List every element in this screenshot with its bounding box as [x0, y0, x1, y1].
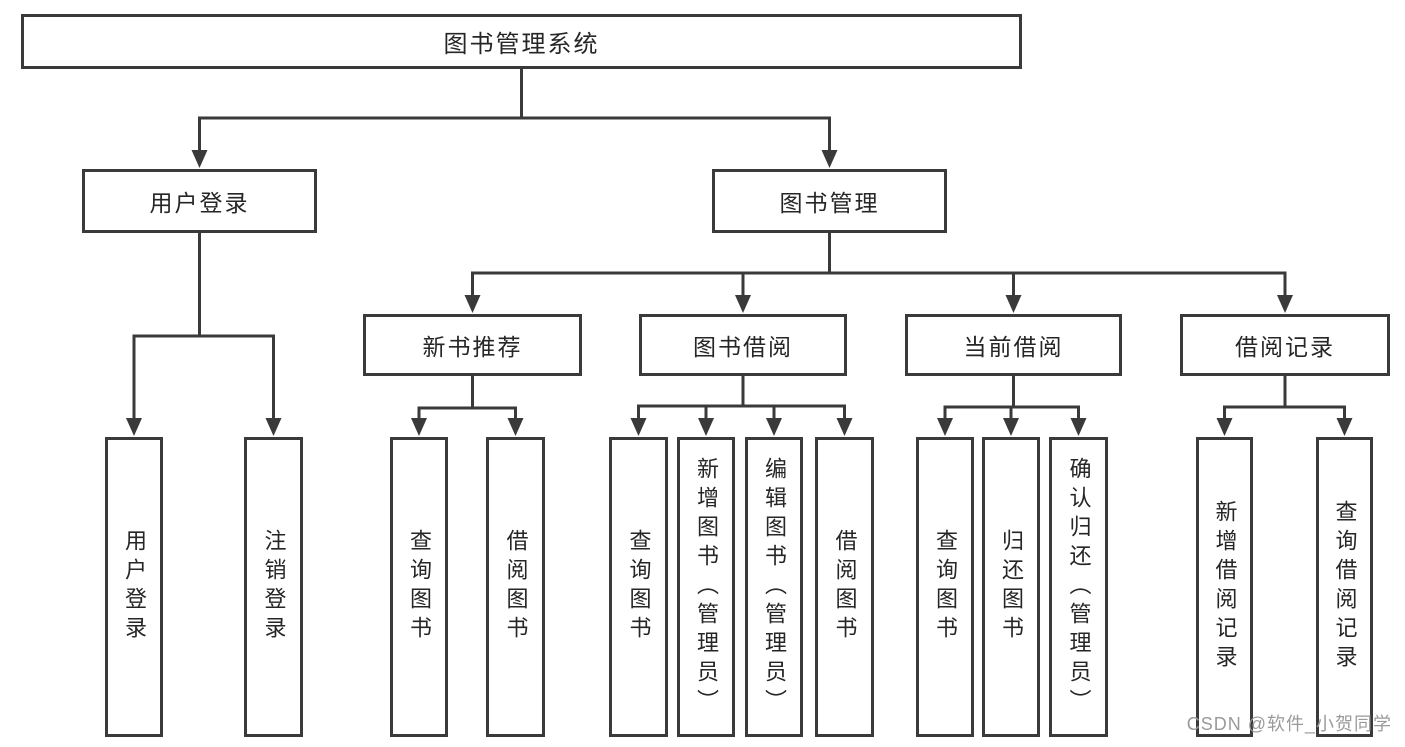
arrow-down-icon [1005, 295, 1022, 313]
node-bw_add: 新增图书（管理员） [677, 437, 735, 737]
connector-root-mgmt [520, 69, 831, 152]
connector-newbook-nb_borrow [471, 376, 517, 420]
arrow-down-icon [1336, 418, 1353, 436]
connector-mgmt-newbook [471, 233, 831, 297]
node-nb_borrow: 借阅图书 [486, 437, 545, 737]
connector-records-re_add [1223, 376, 1287, 420]
arrow-down-icon [1003, 418, 1019, 436]
connector-mgmt-current [828, 233, 1015, 297]
arrow-down-icon [191, 150, 208, 168]
arrow-down-icon [735, 295, 751, 313]
node-current: 当前借阅 [905, 314, 1122, 376]
arrow-down-icon [836, 418, 853, 436]
node-label: 借阅图书 [832, 529, 858, 645]
node-re_add: 新增借阅记录 [1196, 437, 1253, 737]
node-label: 查询借阅记录 [1332, 500, 1358, 674]
node-cu_query: 查询图书 [916, 437, 974, 737]
node-label: 图书管理 [779, 190, 880, 216]
arrow-down-icon [464, 295, 481, 313]
node-label: 查询图书 [933, 529, 958, 645]
node-label: 编辑图书（管理员） [762, 456, 787, 718]
connector-borrow-bw_query [637, 376, 745, 420]
watermark: CSDN @软件_小贺同学 [1186, 714, 1392, 734]
node-label: 归还图书 [999, 529, 1024, 645]
node-label: 借阅记录 [1235, 334, 1335, 360]
arrow-down-icon [265, 418, 282, 436]
arrow-down-icon [1277, 295, 1293, 313]
arrow-down-icon [821, 150, 838, 168]
node-cu_return: 归还图书 [982, 437, 1040, 737]
node-root: 图书管理系统 [21, 14, 1022, 69]
arrow-down-icon [126, 418, 142, 436]
arrow-down-icon [766, 418, 782, 436]
node-label: 用户登录 [122, 529, 147, 645]
connector-current-cu_query [943, 376, 1015, 420]
node-label: 图书借阅 [693, 334, 793, 360]
node-label: 当前借阅 [963, 334, 1064, 360]
arrow-down-icon [507, 418, 524, 436]
connector-login-l_logout [198, 233, 275, 420]
node-l_logout: 注销登录 [244, 437, 303, 737]
arrow-down-icon [1216, 418, 1233, 436]
node-l_login: 用户登录 [105, 437, 163, 737]
node-records: 借阅记录 [1180, 314, 1390, 376]
connector-mgmt-records [828, 233, 1287, 297]
node-label: 图书管理系统 [443, 31, 600, 58]
connector-borrow-bw_edit [741, 376, 776, 420]
node-label: 查询图书 [407, 529, 432, 645]
connector-borrow-bw_add [704, 376, 745, 420]
connector-mgmt-borrow [741, 233, 831, 297]
node-bw_query: 查询图书 [609, 437, 668, 737]
node-label: 新书推荐 [422, 334, 523, 360]
arrow-down-icon [630, 418, 647, 436]
node-cu_confirm: 确认归还（管理员） [1049, 437, 1108, 737]
node-label: 查询图书 [626, 529, 652, 645]
node-nb_query: 查询图书 [390, 437, 448, 737]
connector-root-login [198, 69, 523, 152]
arrow-down-icon [411, 418, 427, 436]
node-label: 注销登录 [261, 529, 287, 645]
node-newbook: 新书推荐 [363, 314, 582, 376]
connector-borrow-bw_borrow [741, 376, 846, 420]
connector-login-l_login [132, 233, 201, 420]
node-bw_edit: 编辑图书（管理员） [745, 437, 803, 737]
node-label: 新增图书（管理员） [694, 456, 719, 718]
connector-records-re_query [1283, 376, 1346, 420]
node-mgmt: 图书管理 [712, 169, 947, 233]
connector-current-cu_confirm [1012, 376, 1080, 420]
node-label: 借阅图书 [503, 529, 529, 645]
node-label: 用户登录 [149, 190, 250, 216]
node-label: 新增借阅记录 [1212, 500, 1238, 674]
node-re_query: 查询借阅记录 [1316, 437, 1373, 737]
arrow-down-icon [937, 418, 953, 436]
arrow-down-icon [698, 418, 714, 436]
node-login: 用户登录 [82, 169, 317, 233]
node-bw_borrow: 借阅图书 [815, 437, 874, 737]
node-borrow: 图书借阅 [639, 314, 847, 376]
arrow-down-icon [1070, 418, 1087, 436]
node-label: 确认归还（管理员） [1066, 456, 1092, 718]
connector-newbook-nb_query [417, 376, 474, 420]
